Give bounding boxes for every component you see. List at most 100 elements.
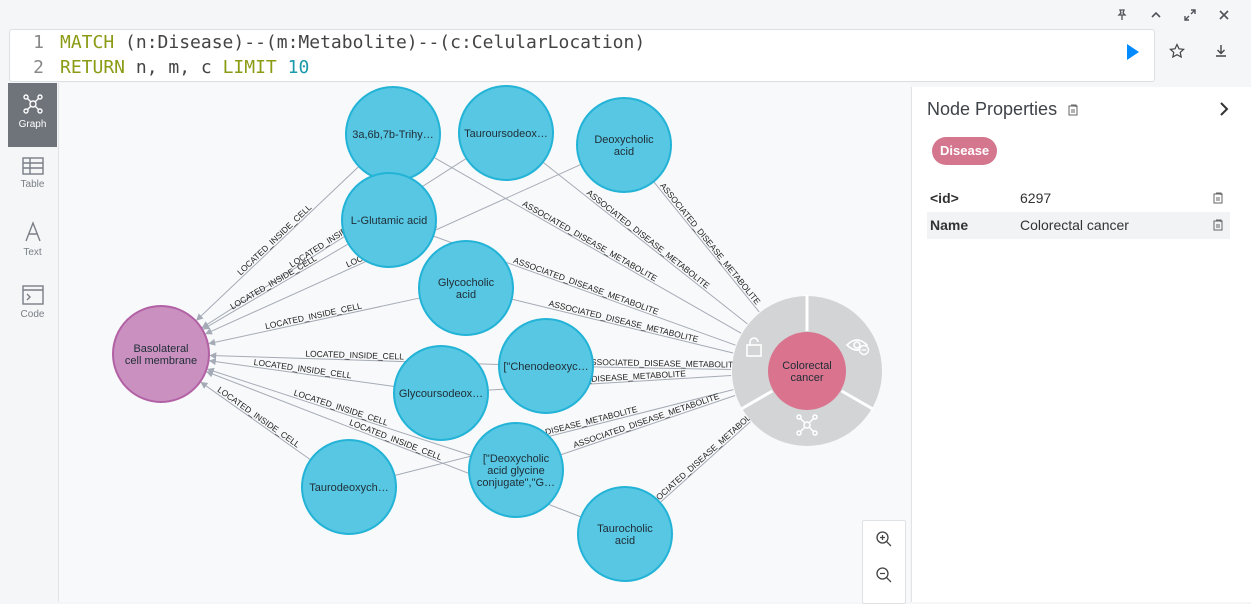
zoom-controls: [862, 520, 906, 604]
expand-icon-dot: [796, 414, 802, 420]
relationship-line[interactable]: [394, 389, 734, 476]
node-disease-selected[interactable]: Colorectal cancerColorectalcancer: [732, 295, 882, 446]
favorite-button[interactable]: [1166, 40, 1188, 62]
relationship-line[interactable]: [202, 243, 349, 330]
node-circle[interactable]: [341, 172, 437, 268]
download-button[interactable]: [1210, 40, 1232, 62]
graph-icon: [22, 94, 43, 114]
fullscreen-icon[interactable]: [1173, 6, 1207, 24]
node-circle[interactable]: [577, 486, 673, 582]
node-cellular-location[interactable]: Basolateral cell membraneBasolateralcell…: [112, 305, 210, 403]
relationship-label: ASSOCIATED_DISEASE_METABOLITE: [658, 181, 763, 307]
node-caption: ["Chenodeoxyc…: [503, 361, 588, 373]
hide-node-icon[interactable]: [845, 339, 870, 356]
relationship-line[interactable]: [659, 421, 751, 504]
chevron-right-icon: [1220, 102, 1229, 116]
node-circle[interactable]: [468, 422, 564, 518]
unlock-icon-shackle: [749, 337, 759, 345]
code-view-tab[interactable]: Code: [8, 275, 57, 339]
label-chip-disease[interactable]: Disease: [932, 137, 998, 165]
download-icon: [1216, 45, 1226, 57]
node-circle[interactable]: [768, 332, 846, 410]
relationship-label: LOCATED_INSIDE_CELL: [264, 301, 363, 332]
node-caption: ["Deoxycholic: [483, 453, 550, 465]
node-circle[interactable]: [576, 97, 672, 193]
zoom-out-icon: [876, 567, 892, 583]
code-token: RETURN: [60, 57, 126, 78]
node-caption: Glycocholic: [438, 277, 495, 289]
relationship-label: LOCATED_INSIDE_CELL: [216, 384, 302, 449]
collapse-panel-button[interactable]: [1218, 101, 1230, 122]
table-icon: [21, 157, 44, 175]
relationship-line[interactable]: [196, 165, 360, 321]
panel-title: Node Properties: [927, 99, 1079, 121]
copy-icon[interactable]: [1213, 218, 1224, 234]
relationship-line[interactable]: [200, 381, 311, 461]
unlock-icon[interactable]: [746, 337, 762, 357]
node-circle[interactable]: [393, 345, 489, 441]
code-token: LIMIT: [222, 57, 277, 78]
eye-icon-outline: [845, 339, 869, 351]
node-caption: Colorectal: [782, 360, 832, 372]
relationship-line[interactable]: [592, 366, 732, 371]
node-metabolite[interactable]: Taurodeoxych…Taurodeoxych…: [301, 439, 397, 535]
node-circle[interactable]: [458, 85, 554, 181]
node-caption: Glycoursodeox…: [399, 388, 483, 400]
node-circle[interactable]: [418, 240, 514, 336]
graph-visualization[interactable]: LOCATED_INSIDE_CELL ASSOCIATED_DISEASE_ME…: [59, 83, 910, 602]
relationship-line[interactable]: [653, 181, 760, 313]
run-query-button[interactable]: [1122, 42, 1142, 62]
expand-icon-dot: [796, 430, 802, 436]
relationship-line[interactable]: [560, 395, 736, 456]
code-icon: [21, 285, 44, 305]
graph-view-tab[interactable]: Graph: [8, 83, 57, 147]
close-icon[interactable]: [1207, 6, 1241, 24]
collapse-icon[interactable]: [1139, 6, 1173, 24]
property-key: Name: [930, 217, 969, 233]
pin-icon[interactable]: [1105, 6, 1139, 24]
copy-icon[interactable]: [1213, 191, 1224, 207]
relationship-line[interactable]: [208, 297, 421, 346]
relationship-label: LOCATED_INSIDE_CELL: [253, 357, 352, 380]
node-caption: cell membrane: [125, 355, 197, 367]
relationship-line[interactable]: [511, 298, 734, 354]
node-metabolite[interactable]: Glycoursodeox…Glycoursodeox…: [393, 345, 489, 441]
node-caption: L-Glutamic acid: [351, 215, 427, 227]
node-metabolite[interactable]: Taurocholic acidTaurocholicacid: [577, 486, 673, 582]
expand-icon-links: [799, 417, 815, 433]
copy-icon[interactable]: [1068, 100, 1079, 121]
node-circle[interactable]: [112, 305, 210, 403]
eye-icon-pupil: [853, 341, 861, 349]
text-view-label: Text: [23, 247, 42, 258]
relationships: [196, 156, 760, 518]
code-token: 10: [287, 57, 310, 78]
line-number: 1: [33, 32, 44, 53]
relationship-line[interactable]: [208, 358, 395, 388]
node-circle[interactable]: [498, 318, 594, 414]
text-view-tab[interactable]: Text: [8, 211, 57, 275]
node-caption: Deoxycholic: [594, 134, 654, 146]
table-view-tab[interactable]: Table: [8, 147, 57, 211]
graph-canvas[interactable]: LOCATED_INSIDE_CELL ASSOCIATED_DISEASE_ME…: [59, 83, 910, 602]
node-metabolite[interactable]: Tauroursodeox…Tauroursodeox…: [458, 85, 554, 181]
node-metabolite[interactable]: ["Chenodeoxyc…["Chenodeoxyc…: [498, 318, 594, 414]
node-metabolite[interactable]: 3a,6b,7b-Trihy…3a,6b,7b-Trihy…: [345, 86, 441, 182]
relationship-line[interactable]: [433, 156, 742, 334]
zoom-in-button[interactable]: [863, 521, 905, 557]
node-caption: acid: [614, 146, 634, 158]
node-circle[interactable]: [301, 439, 397, 535]
relationship-label: LOCATED_INSIDE_CELL: [228, 253, 318, 312]
zoom-out-button[interactable]: [863, 557, 905, 593]
node-metabolite[interactable]: ["Deoxycholic acid glycine conjugate","G…: [468, 422, 564, 518]
expand-icon[interactable]: [796, 414, 818, 436]
relationship-line[interactable]: [206, 367, 472, 456]
node-caption: conjugate","G…: [477, 477, 555, 489]
relationship-line[interactable]: [542, 161, 748, 325]
zoom-in-icon: [876, 531, 892, 547]
